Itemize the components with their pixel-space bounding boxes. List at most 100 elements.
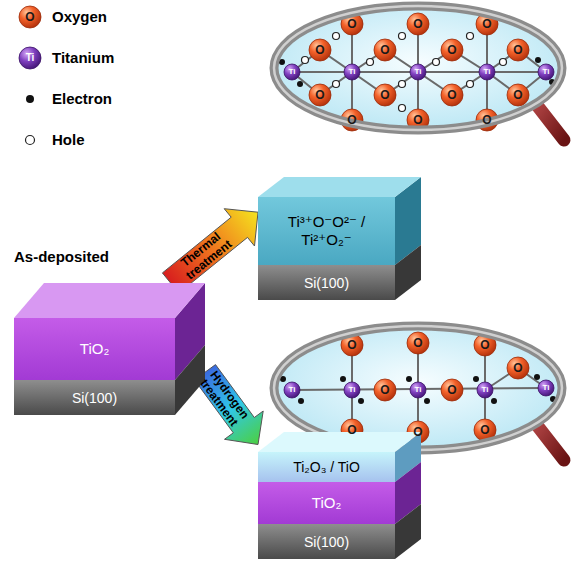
oxygen-atom (407, 13, 429, 35)
layer-label: TiO₂ (312, 494, 341, 512)
oxygen-symbol: O (407, 109, 429, 131)
lattice-bonds (292, 343, 546, 432)
titanium-atom (477, 382, 493, 398)
layer-label: Ti₂O₃ / TiO (293, 458, 360, 476)
titanium-symbol: Ti (479, 64, 495, 80)
layer-block: Ti₂O₃ / TiO (258, 432, 421, 482)
lens-glass (274, 6, 562, 130)
layer-front (258, 524, 395, 559)
block-arrow (162, 209, 258, 293)
layer-block: Si(100) (14, 380, 205, 415)
titanium-symbol: Ti (344, 64, 360, 80)
oxygen-atom (507, 84, 529, 106)
legend-text: Hole (52, 130, 85, 150)
titanium-atom (479, 64, 495, 80)
oxygen-symbol: O (309, 84, 331, 106)
titanium-atom (410, 382, 426, 398)
layer-top (258, 432, 421, 452)
oxygen-atom (441, 379, 463, 401)
oxygen-symbol: O (476, 109, 498, 131)
titanium-symbol: Ti (538, 64, 554, 80)
oxygen-symbol: O (374, 39, 396, 61)
layer-block: TiO₂ (258, 482, 421, 524)
layer-shape (14, 283, 205, 380)
electron (424, 398, 430, 404)
layer-top (258, 177, 421, 197)
titanium-symbol: Ti (477, 382, 493, 398)
electron (535, 57, 541, 63)
titanium-symbol: Ti (284, 382, 300, 398)
oxygen-atom (507, 357, 529, 379)
layer-block: Si(100) (258, 265, 421, 300)
lens-glass (274, 326, 562, 450)
layer-front (258, 197, 395, 265)
oxygen-symbol: O (341, 334, 363, 356)
hole (399, 105, 406, 112)
holes (302, 33, 507, 112)
oxygen-symbol: O (374, 84, 396, 106)
oxygen-symbol: O (407, 421, 429, 443)
layer-label: Si(100) (304, 274, 349, 292)
oxygen-symbol: O (441, 84, 463, 106)
hole (467, 33, 474, 40)
legend-text: Oxygen (52, 7, 107, 27)
oxygen-symbol: O (407, 332, 429, 354)
hole (399, 81, 406, 88)
layer-top (14, 283, 205, 318)
oxygen-symbol: O (19, 6, 41, 28)
oxygen-symbol: O (476, 13, 498, 35)
hole (333, 33, 340, 40)
electron (297, 81, 303, 87)
layer-front (258, 265, 395, 300)
hole (433, 59, 440, 66)
layer-face: Ti₂O₃ / TiO (258, 452, 395, 482)
arrow-label: Hydrogen treatment (196, 367, 252, 431)
titanium-atom (538, 64, 554, 80)
layer-face: TiO₂ (258, 482, 395, 524)
layer-front (14, 380, 175, 415)
block-arrow (195, 365, 264, 445)
magnifier-top (274, 6, 564, 140)
titanium-atom (284, 64, 300, 80)
titanium-atom (410, 64, 426, 80)
layer-face: Ti³⁺O⁻O²⁻ / Ti²⁺O₂⁻ (258, 197, 395, 265)
layer-side (395, 504, 421, 559)
layer-block: Ti³⁺O⁻O²⁻ / Ti²⁺O₂⁻ (258, 177, 421, 265)
layer-face: Si(100) (258, 524, 395, 559)
oxygen-atom (441, 84, 463, 106)
heading-text: As-deposited (14, 248, 109, 266)
lattice-bonds (292, 24, 546, 120)
layer-label: Si(100) (304, 533, 349, 551)
electron-sample (26, 95, 34, 103)
titanium-symbol: Ti (538, 380, 554, 396)
electron (298, 398, 304, 404)
oxygen-symbol: O (507, 357, 529, 379)
magnifier-handle (536, 104, 564, 140)
hole (500, 59, 507, 66)
layer-block: As-depositedTiO₂ (14, 283, 205, 380)
oxygen-symbol: O (341, 419, 363, 441)
layer-face: TiO₂ (14, 318, 175, 380)
lens-rim (274, 326, 562, 450)
lens-rim-highlight (274, 6, 562, 130)
lens-rim (274, 6, 562, 130)
layer-label: TiO₂ (80, 340, 109, 358)
oxygen-atom (441, 39, 463, 61)
electron (358, 398, 364, 404)
arrow-label: Thermal treatment (165, 219, 245, 291)
electron (406, 376, 412, 382)
oxygen-symbol: O (474, 334, 496, 356)
titanium-symbol: Ti (344, 382, 360, 398)
layer-face: Si(100) (14, 380, 175, 415)
oxygen-symbol: O (441, 379, 463, 401)
titanium-symbol: Ti (284, 64, 300, 80)
oxygen-symbol: O (407, 13, 429, 35)
electron (473, 376, 479, 382)
legend-text: Titanium (52, 48, 114, 68)
electron (491, 398, 497, 404)
hole-sample (26, 136, 35, 145)
electron (340, 376, 346, 382)
layer-side (395, 245, 421, 300)
oxygen-symbol: O (441, 39, 463, 61)
